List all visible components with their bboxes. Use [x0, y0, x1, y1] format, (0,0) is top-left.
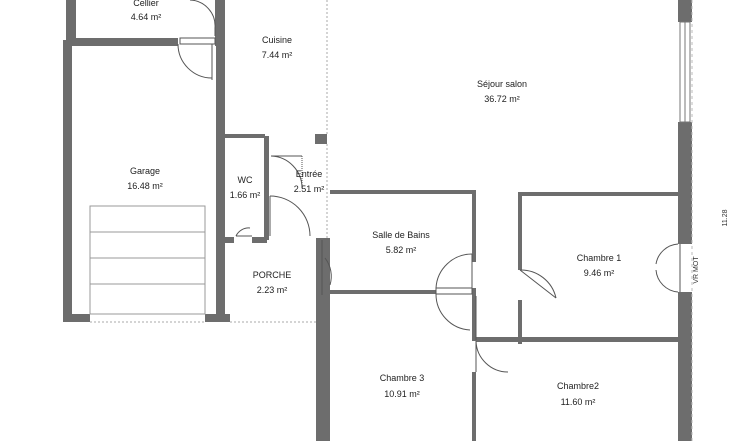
wall	[472, 288, 476, 298]
wall	[330, 190, 475, 194]
door-exterior-right[interactable]	[655, 243, 681, 293]
wall	[472, 190, 476, 262]
room-name-chambre-1: Chambre 1	[577, 253, 622, 263]
wall	[216, 40, 225, 322]
wall	[518, 192, 680, 196]
room-area-entree: 2.51 m²	[294, 184, 325, 194]
room-name-cuisine: Cuisine	[262, 35, 292, 45]
wall	[330, 290, 436, 294]
room-area-cellier: 4.64 m²	[131, 12, 162, 22]
room-area-porche: 2.23 m²	[257, 285, 288, 295]
wall	[215, 0, 225, 46]
shutter-label: VR MOT	[693, 256, 700, 284]
door-salle-de-bains[interactable]	[435, 253, 473, 331]
room-name-chambre-2: Chambre2	[557, 381, 599, 391]
door-chambre-2[interactable]	[475, 340, 509, 373]
room-area-wc: 1.66 m²	[230, 190, 261, 200]
wall	[66, 0, 76, 46]
room-area-sejour: 36.72 m²	[484, 94, 520, 104]
room-labels: Cellier 4.64 m² Cuisine 7.44 m² Séjour s…	[127, 0, 621, 407]
walls	[63, 0, 692, 441]
room-name-entree: Entrée	[296, 169, 323, 179]
doors	[177, 0, 681, 373]
room-area-chambre-1: 9.46 m²	[584, 268, 615, 278]
wall	[225, 237, 234, 243]
wall	[678, 292, 692, 441]
wall	[678, 122, 692, 244]
wall	[518, 300, 522, 344]
door-entree[interactable]	[270, 155, 303, 189]
window	[679, 21, 691, 123]
room-name-salle-de-bains: Salle de Bains	[372, 230, 430, 240]
wall	[316, 238, 330, 260]
wall	[476, 337, 680, 342]
wall	[518, 192, 522, 270]
door-porche[interactable]	[321, 240, 332, 295]
wall	[316, 238, 330, 441]
dashed-boundaries	[90, 0, 693, 441]
wall	[315, 134, 327, 144]
room-name-garage: Garage	[130, 166, 160, 176]
door-wc[interactable]	[235, 195, 311, 237]
wall	[63, 40, 72, 322]
wall	[76, 38, 178, 46]
room-area-cuisine: 7.44 m²	[262, 50, 293, 60]
wall	[252, 237, 267, 243]
door-chambre-1[interactable]	[475, 269, 557, 340]
room-area-garage: 16.48 m²	[127, 181, 163, 191]
door-cellier[interactable]	[177, 0, 216, 80]
room-area-chambre-3: 10.91 m²	[384, 389, 420, 399]
wall	[472, 372, 476, 441]
room-name-cellier: Cellier	[133, 0, 159, 8]
room-name-wc: WC	[238, 175, 253, 185]
room-name-chambre-3: Chambre 3	[380, 373, 425, 383]
room-name-porche: PORCHE	[253, 270, 292, 280]
wall	[472, 298, 476, 341]
wall	[264, 136, 269, 240]
wall	[72, 314, 90, 322]
room-name-sejour: Séjour salon	[477, 79, 527, 89]
garage-stairs	[89, 205, 206, 315]
wall	[678, 0, 692, 22]
wall	[225, 134, 265, 138]
dimension-label: 11.28	[722, 209, 729, 226]
room-area-salle-de-bains: 5.82 m²	[386, 245, 417, 255]
room-area-chambre-2: 11.60 m²	[561, 397, 596, 407]
